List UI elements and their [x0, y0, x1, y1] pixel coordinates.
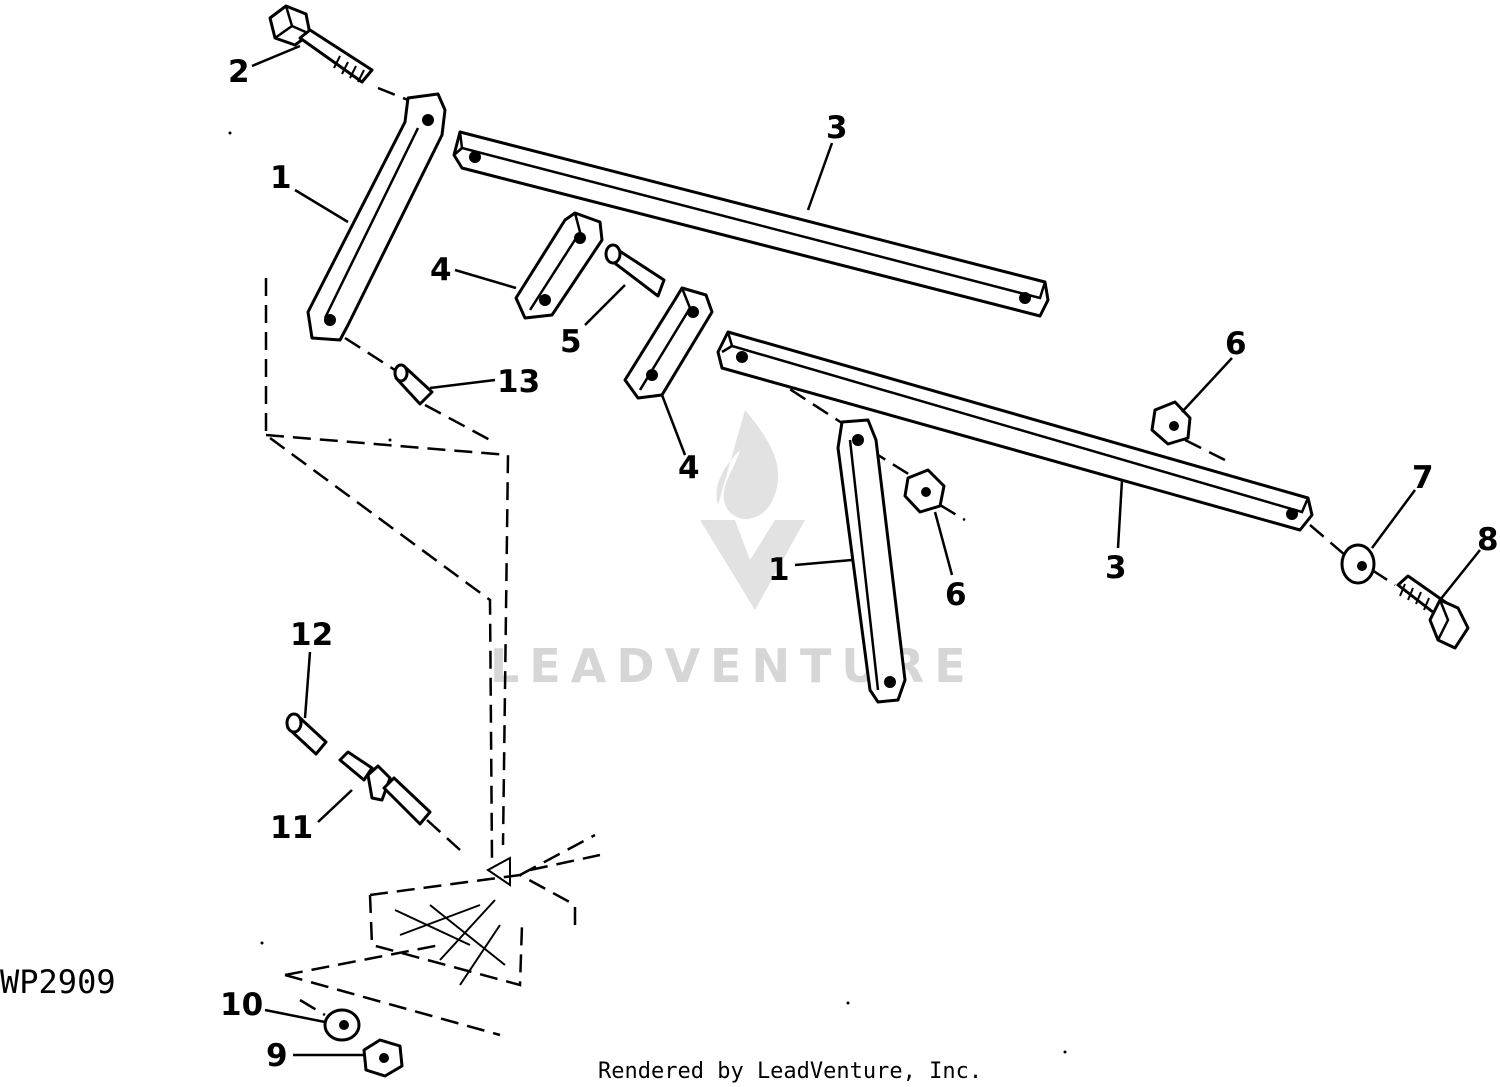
nut-part-6-upper — [1150, 400, 1192, 446]
callout-6-lower: 6 — [945, 577, 967, 613]
watermark-flame-icon — [716, 410, 779, 520]
callout-1-lower: 1 — [768, 552, 790, 588]
pin-part-12 — [285, 712, 328, 756]
bushing-part-13 — [393, 363, 434, 406]
bar-part-3-upper — [452, 130, 1050, 318]
bolt-part-11 — [338, 750, 432, 826]
callout-1-upper: 1 — [270, 160, 292, 196]
pin-part-5 — [604, 243, 666, 298]
callout-12: 12 — [290, 617, 333, 653]
callout-3-lower: 3 — [1105, 550, 1127, 586]
specks — [228, 131, 1067, 1054]
bolt-part-2 — [268, 4, 374, 84]
callout-4-left: 4 — [430, 252, 452, 288]
callout-8: 8 — [1477, 522, 1499, 558]
washer-part-7 — [1340, 543, 1376, 585]
callout-7: 7 — [1412, 460, 1434, 496]
dashed-outline — [264, 278, 601, 1037]
callout-13: 13 — [497, 364, 540, 400]
watermark-v-icon — [700, 520, 805, 610]
callout-11: 11 — [270, 810, 313, 846]
bar-part-3-lower — [716, 330, 1314, 532]
callout-4-right: 4 — [678, 450, 700, 486]
link-part-4-right — [623, 286, 714, 400]
credit-text: Rendered by LeadVenture, Inc. — [598, 1059, 982, 1084]
link-part-1-lower — [836, 418, 907, 704]
link-part-1-upper — [306, 92, 447, 342]
callout-9: 9 — [266, 1038, 288, 1074]
callout-2: 2 — [228, 54, 250, 90]
nut-part-6-lower — [903, 468, 946, 514]
center-lines — [299, 86, 1396, 1017]
callout-6-upper: 6 — [1225, 326, 1247, 362]
callout-3-upper: 3 — [826, 110, 848, 146]
figure-code: WP2909 — [0, 963, 116, 1001]
nut-part-9 — [362, 1038, 404, 1078]
callout-10: 10 — [220, 987, 263, 1023]
link-part-4-left — [514, 211, 604, 320]
washer-part-10 — [323, 1008, 361, 1042]
bolt-part-8 — [1396, 574, 1470, 650]
leader-lines — [251, 44, 1481, 1057]
callout-5: 5 — [560, 324, 582, 360]
callouts: 2 1 3 4 5 4 1 6 6 3 7 8 13 12 11 10 9 — [220, 54, 1499, 1074]
